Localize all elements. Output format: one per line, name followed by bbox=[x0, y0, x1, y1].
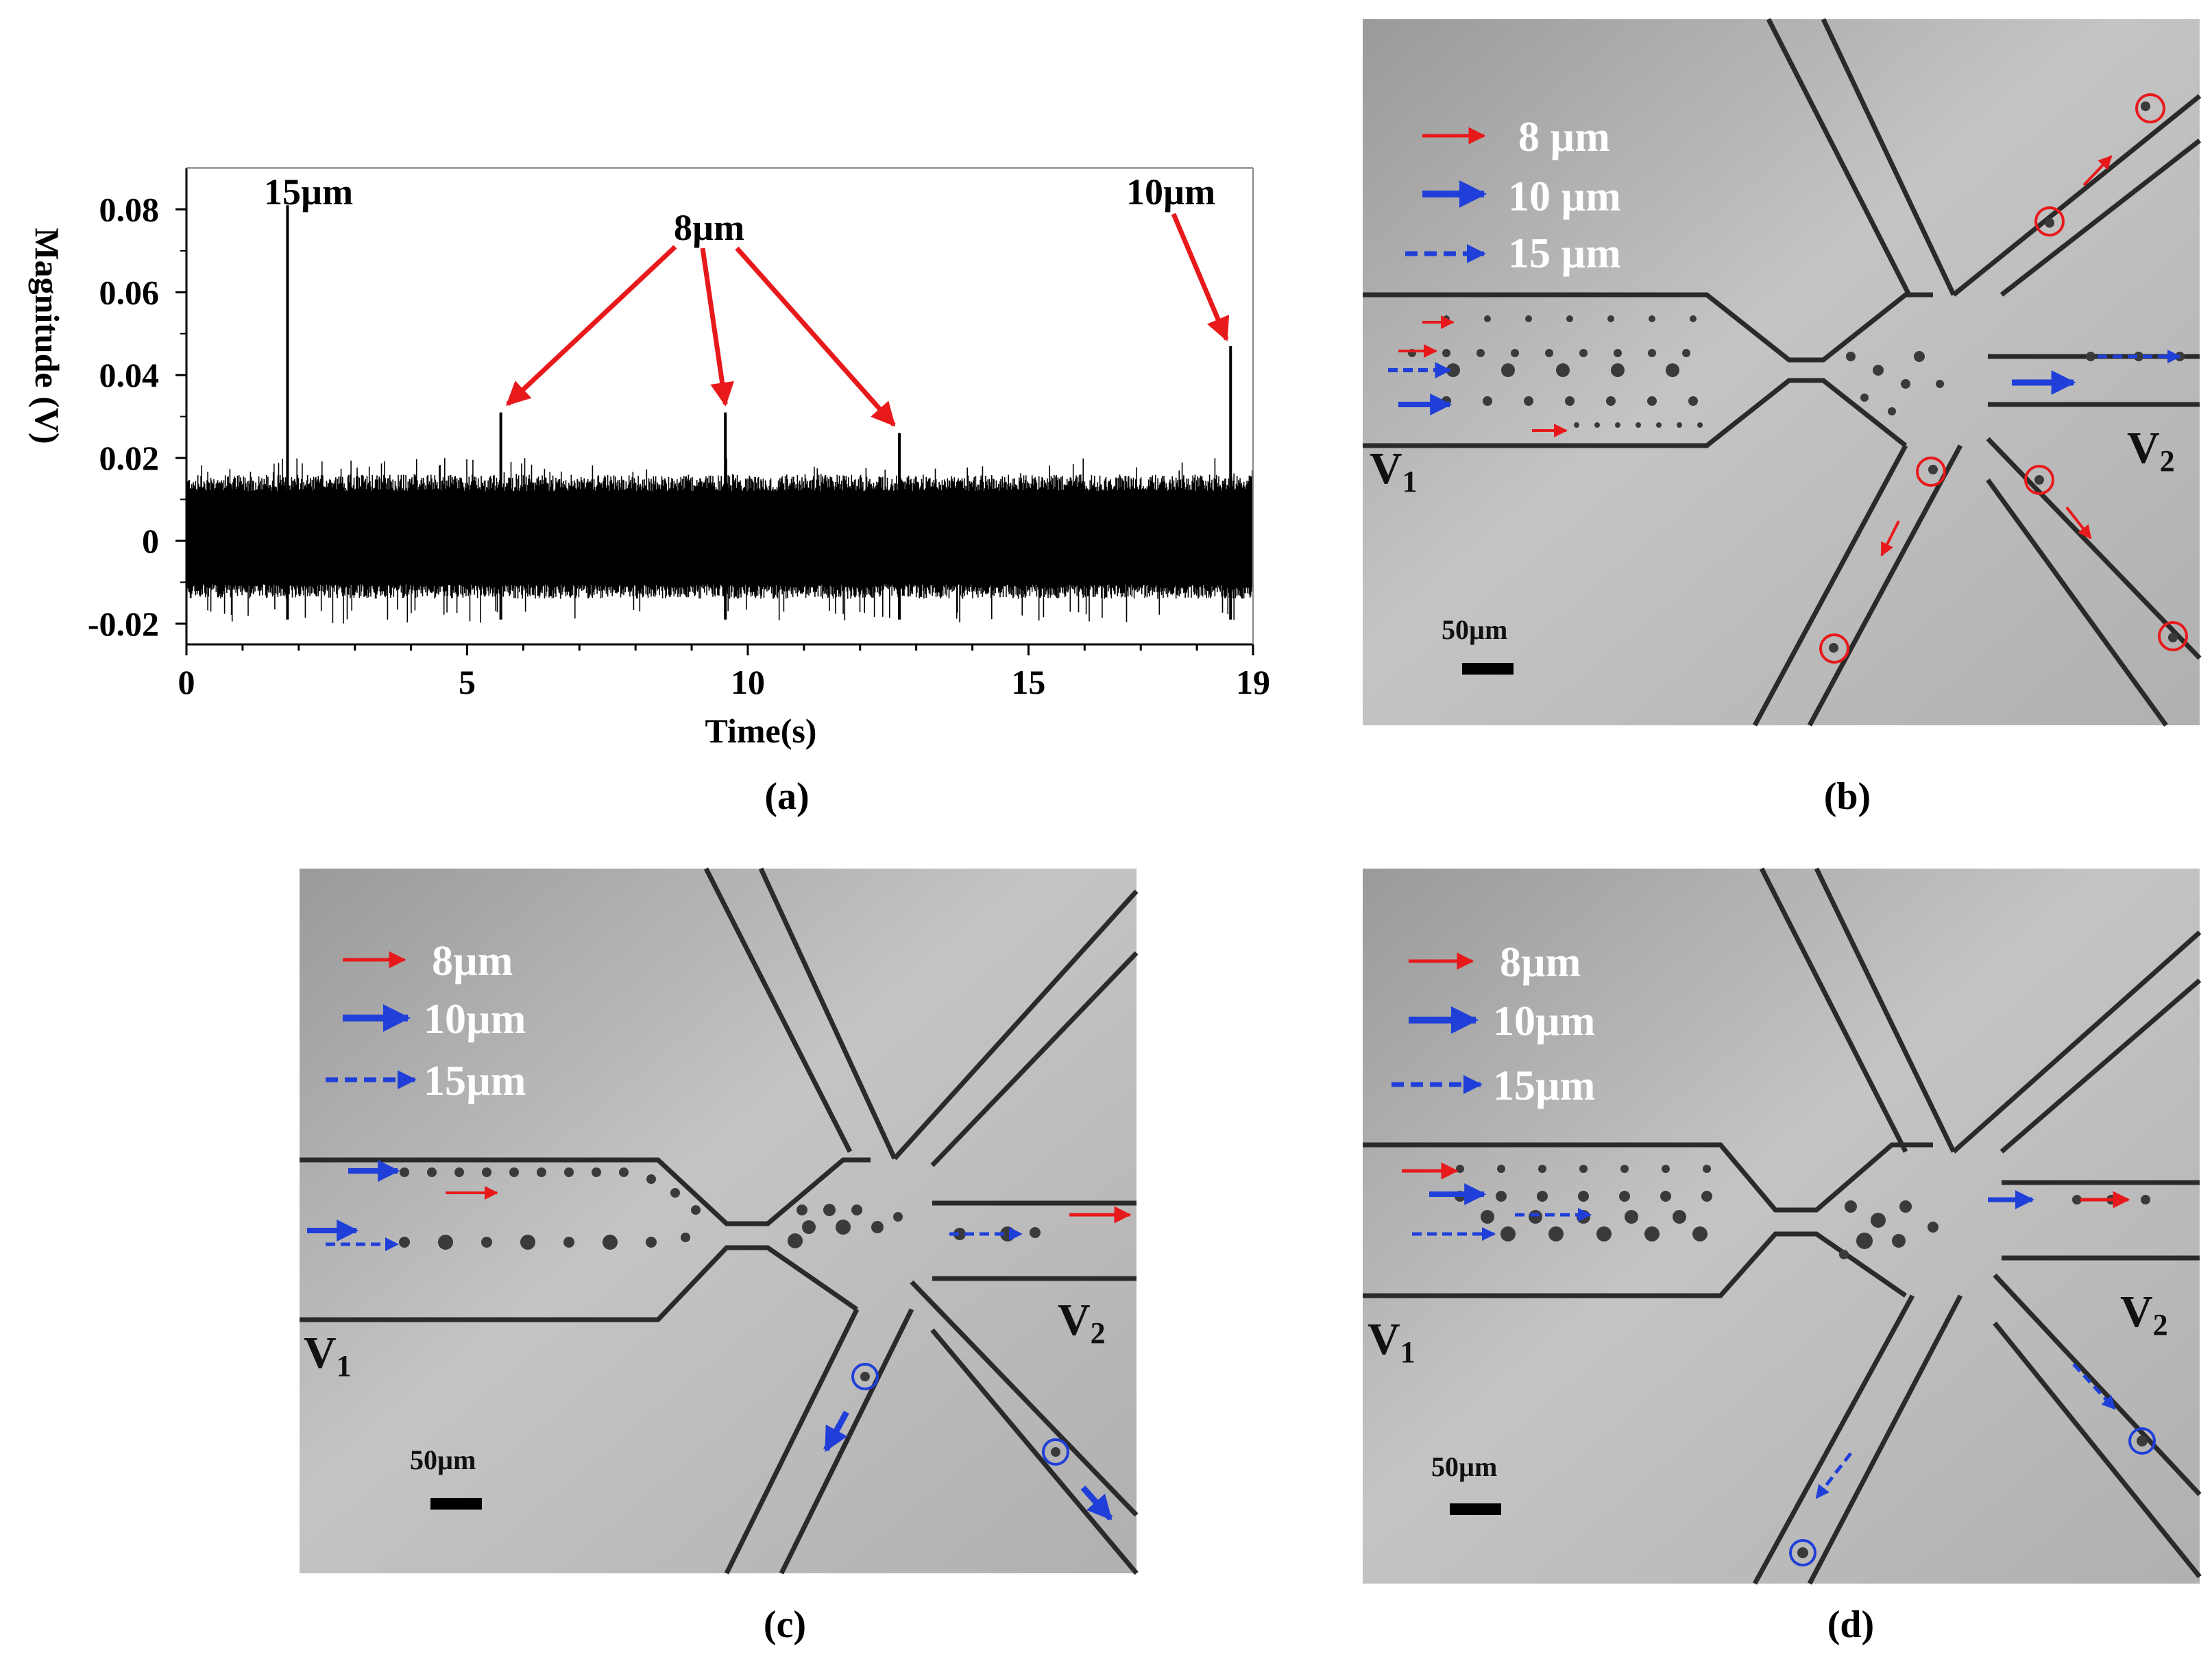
outlet-label-v1-c: V1 bbox=[304, 1328, 352, 1383]
y-axis-label: Magnitude (V) bbox=[28, 228, 66, 444]
x-tick-label-2: 10 bbox=[731, 663, 765, 701]
x-tick-label-1: 5 bbox=[459, 663, 476, 701]
legend-c-10um: 10µm bbox=[424, 996, 526, 1043]
legend-b-15um: 15 µm bbox=[1508, 230, 1621, 277]
flow-arrows-c bbox=[307, 1160, 1132, 1521]
outlet-label-v1-b: V1 bbox=[1370, 444, 1418, 498]
particles-b bbox=[1408, 101, 2185, 653]
microchannel-c bbox=[300, 867, 1139, 1575]
legend-d: 8µm 10µm 15µm bbox=[1391, 939, 1595, 1109]
highlight-circles-d bbox=[1789, 1427, 2156, 1566]
x-tick-label-3: 15 bbox=[1011, 663, 1045, 701]
annotation-10um: 10µm bbox=[1126, 171, 1215, 213]
panel-d-micrograph: 8µm 10µm 15µm V1 V2 50µm (d) bbox=[1363, 867, 2202, 1646]
signal-noise-band bbox=[186, 458, 1254, 624]
peak-spikes bbox=[286, 205, 1232, 620]
panel-c-micrograph: 8µm 10µm 15µm V1 V2 50µm (c) bbox=[300, 867, 1139, 1646]
flow-arrows-d bbox=[1402, 1162, 2130, 1499]
highlight-circles-b bbox=[1819, 93, 2188, 664]
annotation-arrows bbox=[506, 213, 1230, 427]
scale-bar-c bbox=[430, 1498, 482, 1510]
panel-label-a: (a) bbox=[764, 775, 809, 818]
scale-bar-label-d: 50µm bbox=[1431, 1451, 1497, 1482]
legend-c: 8µm 10µm 15µm bbox=[326, 938, 526, 1104]
legend-d-10um: 10µm bbox=[1493, 998, 1595, 1045]
outlet-label-v1-d: V1 bbox=[1368, 1314, 1415, 1369]
scale-bar-label-b: 50µm bbox=[1442, 614, 1507, 645]
x-ticks: 0 5 10 15 19 bbox=[178, 644, 1270, 701]
legend-c-8um: 8µm bbox=[432, 938, 513, 984]
x-tick-label-0: 0 bbox=[178, 663, 195, 701]
annotation-arrow-8um-2 bbox=[735, 246, 896, 427]
annotation-arrow-10um bbox=[1171, 213, 1230, 342]
outlet-label-v2-c: V2 bbox=[1058, 1295, 1106, 1350]
legend-c-15um: 15µm bbox=[424, 1058, 526, 1104]
y-tick-label-2: 0.02 bbox=[99, 439, 160, 477]
legend-b: 8 µm 10 µm 15 µm bbox=[1405, 114, 1621, 277]
particles-c bbox=[399, 1167, 1060, 1457]
panel-label-c: (c) bbox=[764, 1603, 806, 1646]
annotation-arrow-8um-0 bbox=[506, 245, 677, 407]
x-axis-label: Time(s) bbox=[705, 712, 817, 750]
y-ticks: -0.02 0 0.02 0.04 0.06 0.08 bbox=[88, 190, 186, 643]
panel-label-b: (b) bbox=[1824, 775, 1871, 818]
scale-bar-d bbox=[1450, 1503, 1501, 1515]
signal-trace bbox=[186, 458, 1254, 624]
x-tick-label-4: 19 bbox=[1236, 663, 1270, 701]
annotation-8um: 8µm bbox=[674, 207, 744, 248]
legend-d-8um: 8µm bbox=[1500, 939, 1581, 986]
panel-b-micrograph: 8 µm 10 µm 15 µm V1 V2 50µm (b) bbox=[1363, 18, 2202, 818]
micrograph-d-background bbox=[1363, 869, 2200, 1584]
y-tick-label-5: 0.08 bbox=[99, 190, 160, 228]
y-tick-label-1: 0 bbox=[142, 522, 159, 560]
outlet-label-v2-d: V2 bbox=[2120, 1287, 2168, 1342]
legend-d-15um: 15µm bbox=[1493, 1063, 1595, 1109]
highlight-circles-c bbox=[851, 1363, 1069, 1466]
y-tick-label-4: 0.06 bbox=[99, 273, 160, 311]
panel-label-d: (d) bbox=[1827, 1603, 1874, 1646]
outlet-label-v2-b: V2 bbox=[2127, 423, 2175, 478]
flow-arrows-b bbox=[1388, 155, 2181, 557]
legend-b-10um: 10 µm bbox=[1508, 173, 1621, 220]
y-tick-label-0: -0.02 bbox=[88, 605, 159, 643]
scale-bar-b bbox=[1462, 663, 1514, 675]
microchannel-b bbox=[1363, 18, 2202, 727]
micrograph-c-background bbox=[300, 869, 1137, 1573]
y-tick-label-3: 0.04 bbox=[99, 356, 160, 394]
annotation-arrow-8um-1 bbox=[700, 247, 734, 407]
scale-bar-label-c: 50µm bbox=[410, 1444, 476, 1475]
legend-b-8um: 8 µm bbox=[1518, 114, 1610, 160]
annotation-15um: 15µm bbox=[264, 171, 353, 213]
